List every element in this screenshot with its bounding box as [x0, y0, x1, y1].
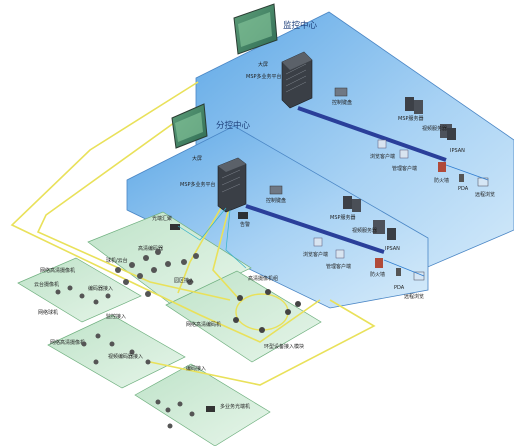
hd-access-label: 视频编码器接入: [108, 353, 143, 360]
encoder-access-label: 编码器接入: [88, 285, 113, 292]
branch-firewall-label: 防火墙: [370, 271, 385, 278]
monitor-backbone-switch[interactable]: [297, 106, 447, 162]
branch-keyboard-label: 控制键盘: [266, 197, 286, 204]
hd-encoder-label: 高清编码器: [138, 245, 163, 252]
monitor-firewall[interactable]: 防火墙: [434, 162, 449, 184]
site-devices: 光端汇聚 高清编码器 球机/云台 园区接入 编码器接入 网络高清摄像机 云台摄像…: [34, 215, 304, 429]
branch-storage-server[interactable]: 视频服务器: [352, 220, 385, 234]
branch-remote-label: 远程浏览: [404, 293, 424, 300]
branch-center-title: 分控中心: [216, 120, 251, 131]
monitor-firewall-label: 防火墙: [434, 177, 449, 184]
edge-label: 编码接入: [186, 365, 206, 372]
fiber-drop-1: [177, 205, 223, 294]
multi-access-label: 多业务光端机: [220, 403, 250, 410]
hd-network-cam-label: 网络高清摄像机: [40, 267, 75, 274]
branch-alarm[interactable]: 告警: [238, 212, 250, 228]
monitor-center-devices: 大屏 MSP多业务平台 控制键盘 MSP服务器 视频服务器: [233, 3, 495, 198]
monitor-big-screen-label: 大屏: [258, 61, 268, 68]
hd-camera-set-label: 高清摄像机组: [248, 275, 278, 282]
fisheye-label: 球机/云台: [106, 257, 128, 264]
site-plates: [17, 211, 322, 446]
monitor-ipsan[interactable]: IPSAN: [447, 128, 465, 154]
site-plate-access: [47, 314, 186, 389]
branch-ipsan-label: IPSAN: [385, 246, 400, 252]
monitor-wan-link: [445, 164, 489, 181]
branch-msp-server-label: MSP服务器: [330, 214, 356, 221]
branch-platform-label: MSP多业务平台: [180, 181, 216, 188]
monitor-platform-rack[interactable]: MSP多业务平台: [246, 51, 313, 109]
branch-pda[interactable]: PDA: [394, 268, 405, 291]
branch-platform-rack[interactable]: MSP多业务平台: [180, 157, 247, 213]
monitor-keyboard[interactable]: 控制键盘: [332, 87, 352, 106]
branch-manage-client-label: 管理客户端: [326, 263, 351, 270]
fiber-ring-outer: [10, 81, 321, 343]
multi-site-devices: [155, 399, 215, 429]
monitor-browse-client[interactable]: 浏览客户端: [370, 139, 395, 160]
monitor-ipsan-label: IPSAN: [450, 148, 465, 154]
monitor-storage-server-label: 视频服务器: [422, 125, 447, 132]
branch-browse-client-label: 浏览客户端: [303, 251, 328, 258]
network-dome-label: 网络球机: [38, 309, 58, 316]
monitor-pda-label: PDA: [458, 186, 469, 192]
branch-browse-client[interactable]: 浏览客户端: [303, 237, 328, 258]
monitor-manage-client[interactable]: 管理客户端: [392, 149, 417, 172]
branch-wan-link: [383, 259, 425, 277]
branch-msp-server[interactable]: MSP服务器: [330, 196, 361, 221]
hd-cam-site-devices: [55, 285, 111, 305]
monitor-keyboard-label: 控制键盘: [332, 99, 352, 106]
monitor-msp-server[interactable]: MSP服务器: [398, 97, 424, 122]
branch-big-screen-label: 大屏: [192, 155, 202, 162]
encoder-site-cameras: [115, 249, 199, 297]
monitor-remote-label: 远程浏览: [475, 191, 495, 198]
fiber-ring-inner: [36, 119, 231, 301]
monitor-browse-client-label: 浏览客户端: [370, 153, 395, 160]
site-plate-hd-cam: [17, 257, 142, 323]
monitor-manage-client-label: 管理客户端: [392, 165, 417, 172]
monitor-access-label: 监控接入: [106, 313, 126, 320]
monitor-center-title: 监控中心: [283, 20, 318, 31]
monitor-msp-server-label: MSP服务器: [398, 115, 424, 122]
branch-backbone-switch[interactable]: [245, 204, 385, 254]
monitor-platform-label: MSP多业务平台: [246, 73, 282, 80]
branch-manage-client[interactable]: 管理客户端: [326, 249, 351, 270]
network-hd-label: 网络高清摄像机: [50, 339, 85, 346]
ring-access-label: 环型设备接入模块: [264, 343, 304, 350]
site-access-label: 园区接入: [174, 277, 194, 284]
fiber-drop-2: [212, 203, 241, 301]
site-plate-multi: [134, 363, 271, 446]
branch-pda-label: PDA: [394, 285, 405, 291]
ptz-camera-label: 云台摄像机: [34, 281, 59, 288]
optical-switch-label: 光端汇聚: [152, 215, 172, 222]
site-plate-encoder: [87, 211, 252, 306]
branch-alarm-label: 告警: [240, 221, 250, 228]
optical-switch[interactable]: [170, 224, 180, 230]
access-site-devices: [81, 333, 151, 365]
branch-keyboard[interactable]: 控制键盘: [266, 185, 286, 204]
ring-site-devices: [233, 289, 301, 333]
ring-encoder-label: 网络高清编码机: [186, 321, 221, 328]
branch-ipsan[interactable]: IPSAN: [385, 228, 400, 252]
branch-center-devices: 大屏 MSP多业务平台 控制键盘 告警 MSP服务器 视频服务器: [171, 103, 425, 300]
branch-storage-server-label: 视频服务器: [352, 227, 377, 234]
branch-big-screen[interactable]: 大屏: [171, 103, 208, 162]
branch-firewall[interactable]: 防火墙: [370, 258, 385, 278]
fiber-ring-lower: [149, 299, 376, 386]
monitor-big-screen[interactable]: 大屏: [233, 3, 278, 68]
fiber-links: [10, 81, 376, 386]
monitor-pda[interactable]: PDA: [458, 174, 469, 192]
uplink-lines: [177, 207, 247, 269]
